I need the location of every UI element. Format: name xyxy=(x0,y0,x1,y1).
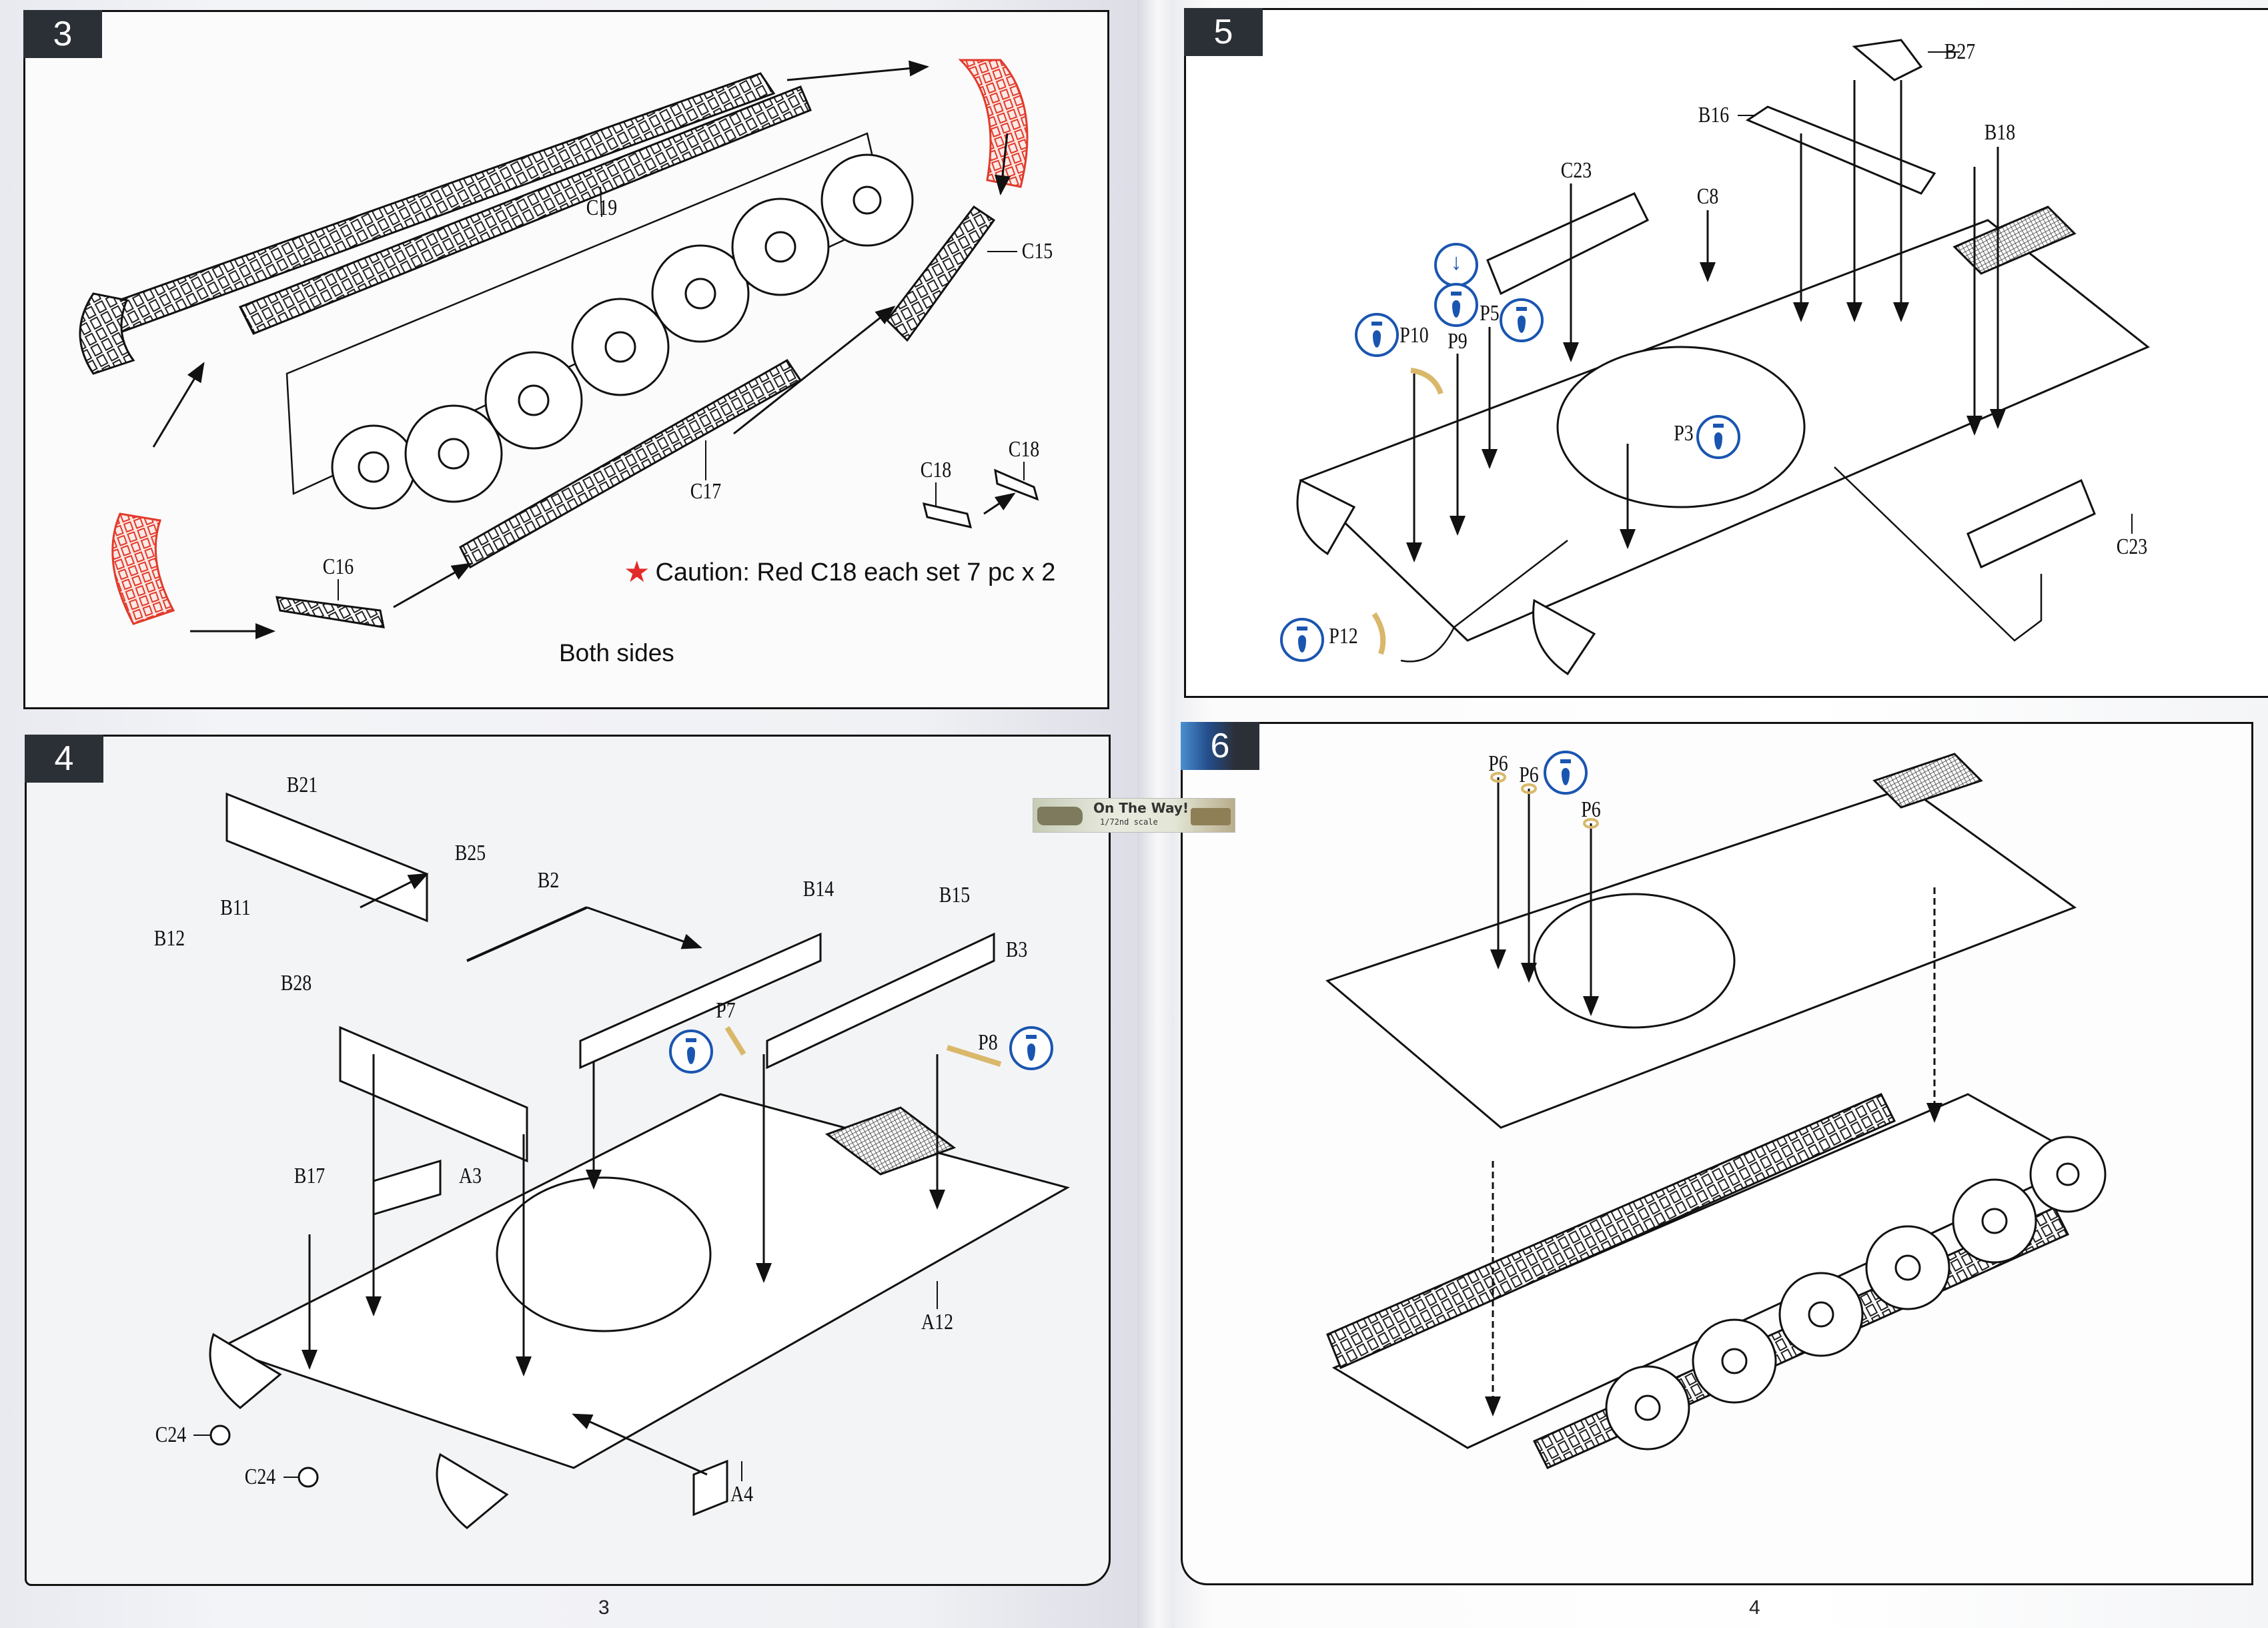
part-label-p5: P5 xyxy=(1480,301,1500,326)
part-label-c19: C19 xyxy=(586,195,618,220)
glue-icon xyxy=(1009,1026,1053,1070)
part-label-b2: B2 xyxy=(537,868,560,893)
part-label-a3: A3 xyxy=(458,1164,482,1188)
part-label-p9: P9 xyxy=(1448,329,1468,354)
part-label-b15: B15 xyxy=(939,883,971,907)
part-label-c18-a: C18 xyxy=(920,458,952,482)
part-label-c23: C23 xyxy=(1560,158,1592,183)
part-label-c17: C17 xyxy=(690,479,722,504)
glue-icon xyxy=(669,1030,713,1074)
page-number-left: 3 xyxy=(598,1597,610,1619)
part-label-b11: B11 xyxy=(220,895,251,920)
step-number-badge: 3 xyxy=(23,10,102,58)
press-down-icon: ↓ xyxy=(1434,243,1478,287)
part-label-b12: B12 xyxy=(153,926,185,951)
part-label-b16: B16 xyxy=(1698,103,1730,127)
glue-icon xyxy=(1500,298,1544,342)
part-label-p6-b: P6 xyxy=(1519,763,1539,787)
part-label-p12: P12 xyxy=(1329,624,1358,649)
glue-icon xyxy=(1544,751,1588,795)
step-6-panel: 6 xyxy=(1181,722,2253,1585)
part-label-p8: P8 xyxy=(978,1030,998,1055)
step-number-badge: 4 xyxy=(25,735,103,783)
step-number-badge: 6 xyxy=(1181,722,1259,770)
part-label-b3: B3 xyxy=(1005,937,1028,962)
part-label-c23: C23 xyxy=(2116,534,2148,559)
glue-icon xyxy=(1355,313,1399,357)
caution-note: ★ Caution: Red C18 each set 7 pc x 2 xyxy=(624,558,1055,587)
tank-image-icon xyxy=(1037,807,1083,825)
watermark-title: On The Way! xyxy=(1093,800,1189,816)
part-label-b21: B21 xyxy=(286,773,318,797)
star-icon: ★ xyxy=(624,556,650,588)
both-sides-note: Both sides xyxy=(559,639,674,667)
halftrack-image-icon xyxy=(1191,808,1231,825)
part-label-p7: P7 xyxy=(716,998,736,1023)
part-label-p3: P3 xyxy=(1674,421,1694,446)
part-label-c18-b: C18 xyxy=(1008,437,1040,462)
step-4-panel: 4 xyxy=(25,735,1111,1586)
part-label-c24-a: C24 xyxy=(155,1422,187,1447)
watermark-logo: On The Way! 1/72nd scale xyxy=(1033,798,1235,833)
part-label-a4: A4 xyxy=(730,1482,754,1507)
part-label-a12: A12 xyxy=(921,1310,954,1334)
glue-icon xyxy=(1434,283,1478,327)
part-label-b14: B14 xyxy=(802,877,834,901)
step-number-badge: 5 xyxy=(1184,8,1263,56)
page-number-right: 4 xyxy=(1749,1597,1760,1619)
step-3-panel: 3 xyxy=(23,10,1109,709)
part-label-c16: C16 xyxy=(322,554,354,579)
part-label-p10: P10 xyxy=(1399,323,1429,348)
glue-icon xyxy=(1280,618,1324,662)
part-label-p6-a: P6 xyxy=(1488,751,1508,776)
part-label-c24-b: C24 xyxy=(244,1465,276,1489)
part-label-b25: B25 xyxy=(454,841,486,865)
part-label-b27: B27 xyxy=(1944,39,1976,64)
part-label-b17: B17 xyxy=(294,1164,326,1188)
part-label-c15: C15 xyxy=(1021,239,1053,264)
glue-icon xyxy=(1696,415,1740,459)
part-label-b18: B18 xyxy=(1984,120,2016,145)
part-label-b28: B28 xyxy=(280,971,312,995)
caution-text: Caution: Red C18 each set 7 pc x 2 xyxy=(655,558,1056,586)
watermark-subtitle: 1/72nd scale xyxy=(1100,817,1158,827)
part-label-p6-c: P6 xyxy=(1581,797,1601,822)
part-label-c8: C8 xyxy=(1696,184,1719,209)
